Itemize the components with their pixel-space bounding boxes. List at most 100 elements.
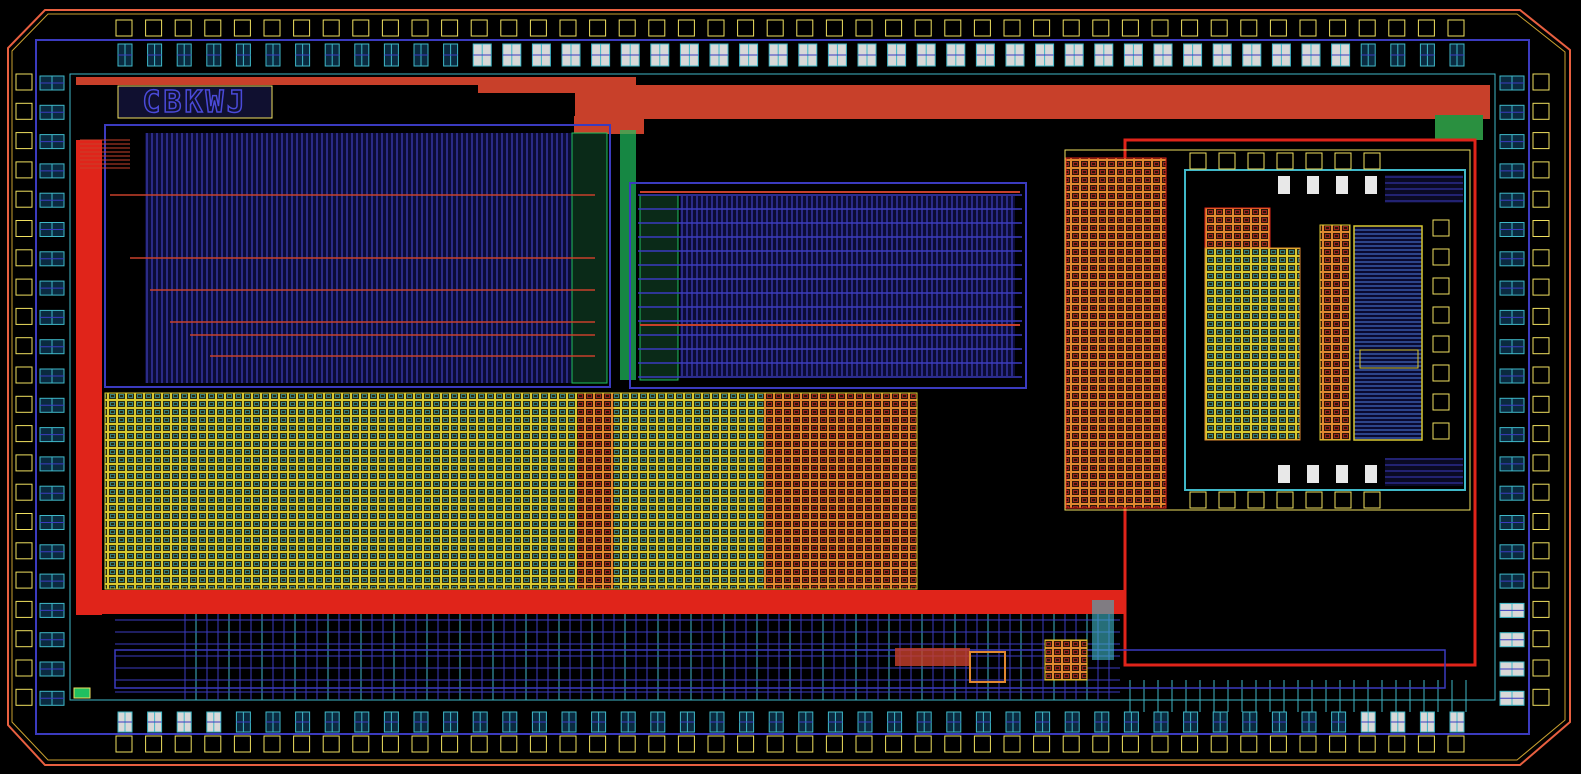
bond-pad-icon (263, 735, 281, 753)
bond-pad-icon (1305, 491, 1323, 509)
esd-cell-icon (206, 711, 222, 733)
bond-pad-icon (1532, 454, 1550, 472)
esd-cell-icon (1499, 690, 1525, 706)
bond-pad-icon (15, 395, 33, 413)
esd-cell-icon (324, 43, 340, 67)
esd-cell-icon (265, 711, 281, 733)
bond-pad-icon (529, 735, 547, 753)
bond-pad-icon (618, 735, 636, 753)
esd-cell-icon (561, 43, 581, 67)
bond-pad-icon (1358, 735, 1376, 753)
bond-pad-icon (944, 19, 962, 37)
bond-pad-icon (441, 19, 459, 37)
esd-cell-icon (472, 711, 488, 733)
esd-cell-icon (1278, 176, 1290, 194)
bond-pad-icon (322, 735, 340, 753)
bond-pad-icon (1432, 364, 1450, 382)
bond-pad-icon (15, 630, 33, 648)
bond-pad-icon (1218, 152, 1236, 170)
esd-cell-icon (1271, 711, 1287, 733)
esd-cell-icon (1242, 43, 1262, 67)
bond-pad-icon (973, 735, 991, 753)
bond-pad-icon (973, 19, 991, 37)
bond-pad-icon (15, 190, 33, 208)
bond-pad-icon (1329, 735, 1347, 753)
bond-pad-icon (352, 19, 370, 37)
esd-cell-icon (1499, 602, 1525, 618)
bond-pad-icon (145, 19, 163, 37)
esd-cell-icon (413, 43, 429, 67)
bond-pad-icon (15, 73, 33, 91)
esd-cell-icon (1365, 176, 1377, 194)
esd-cell-icon (502, 43, 522, 67)
esd-cell-icon (39, 134, 65, 150)
top-right-connector (1435, 115, 1483, 140)
esd-cell-icon (235, 711, 251, 733)
bond-pad-icon (1532, 571, 1550, 589)
corner-cell (73, 687, 91, 699)
bond-pad-icon (1532, 307, 1550, 325)
esd-cell-icon (857, 711, 873, 733)
bond-pad-icon (115, 735, 133, 753)
esd-cell-icon (1499, 397, 1525, 413)
bond-pad-icon (1218, 491, 1236, 509)
bond-pad-icon (1432, 306, 1450, 324)
analog-cluster-d (1092, 600, 1114, 660)
esd-cell-icon (1499, 339, 1525, 355)
esd-cell-icon (117, 43, 133, 67)
bond-pad-icon (1532, 483, 1550, 501)
esd-cell-icon (413, 711, 429, 733)
esd-cell-icon (1360, 711, 1376, 733)
esd-cell-icon (1064, 43, 1084, 67)
esd-cell-icon (39, 661, 65, 677)
esd-cell-icon (1419, 43, 1435, 67)
bond-pad-icon (1388, 735, 1406, 753)
bond-pad-icon (470, 735, 488, 753)
bond-pad-icon (529, 19, 547, 37)
esd-cell-icon (1307, 465, 1319, 483)
esd-cell-icon (1307, 176, 1319, 194)
esd-cell-icon (39, 75, 65, 91)
esd-cell-icon (827, 43, 847, 67)
esd-cell-icon (472, 43, 492, 67)
esd-cell-icon (1271, 43, 1291, 67)
bond-pad-icon (796, 735, 814, 753)
bond-pad-icon (825, 735, 843, 753)
esd-cell-icon (739, 711, 755, 733)
logo-frame (117, 85, 273, 119)
esd-cell-icon (1212, 43, 1232, 67)
bond-pad-icon (618, 19, 636, 37)
esd-cell-icon (620, 711, 636, 733)
esd-cell-icon (383, 711, 399, 733)
esd-cell-icon (39, 309, 65, 325)
bond-pad-icon (1447, 735, 1465, 753)
esd-cell-icon (679, 43, 699, 67)
esd-cell-icon (39, 192, 65, 208)
logic-block-frame (629, 182, 1027, 389)
bond-pad-icon (944, 735, 962, 753)
bond-pad-icon (15, 454, 33, 472)
esd-cell-icon (1035, 711, 1051, 733)
esd-cell-icon (39, 632, 65, 648)
bond-pad-icon (1532, 132, 1550, 150)
right-inner-frame (1184, 169, 1466, 491)
bond-pad-icon (15, 659, 33, 677)
esd-cell-icon (39, 427, 65, 443)
bond-pad-icon (381, 735, 399, 753)
bond-pad-icon (855, 735, 873, 753)
bond-pad-icon (1276, 152, 1294, 170)
bond-pad-icon (15, 600, 33, 618)
right-block-frame (1064, 149, 1471, 511)
top-power-rail (478, 85, 1490, 93)
bond-pad-icon (1121, 735, 1139, 753)
bond-pad-icon (1003, 19, 1021, 37)
esd-cell-icon (591, 43, 611, 67)
esd-cell-icon (147, 711, 163, 733)
esd-cell-icon (1499, 515, 1525, 530)
bond-pad-icon (1532, 102, 1550, 120)
esd-cell-icon (39, 280, 65, 296)
bond-pad-icon (1210, 735, 1228, 753)
logic-block-array (680, 196, 1015, 376)
bond-pad-icon (1532, 688, 1550, 706)
core-boundary (69, 73, 1496, 701)
